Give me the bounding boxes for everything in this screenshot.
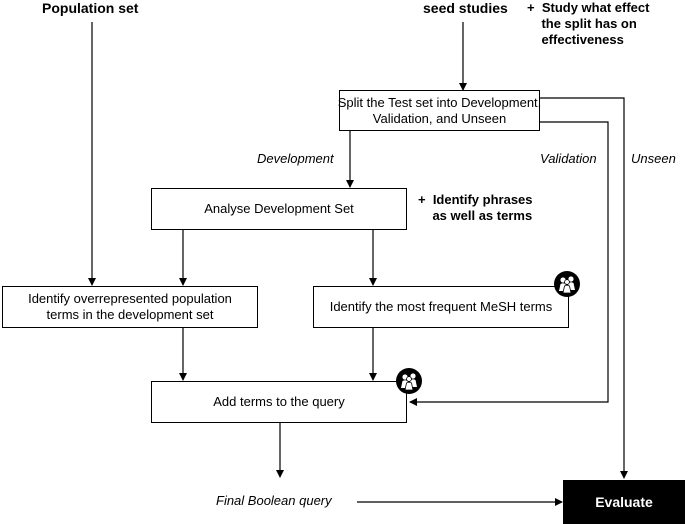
evaluate-label: Evaluate — [595, 494, 653, 510]
add-terms-box: Add terms to the query — [151, 381, 407, 423]
development-edge-label: Development — [257, 151, 334, 166]
identify-mesh-box: Identify the most frequent MeSH terms — [313, 286, 569, 328]
people-group-icon — [396, 368, 422, 394]
evaluate-box: Evaluate — [563, 480, 685, 524]
identify-population-label: Identify overrepresented population term… — [28, 291, 232, 322]
population-set-label: Population set — [42, 0, 139, 16]
identify-phrases-note: + Identify phrases as well as terms — [418, 192, 533, 223]
identify-population-box: Identify overrepresented population term… — [2, 286, 258, 328]
split-effect-note: + Study what effect the split has on eff… — [527, 0, 650, 47]
validation-edge-label: Validation — [540, 151, 597, 166]
identify-mesh-label: Identify the most frequent MeSH terms — [329, 299, 553, 314]
add-terms-label: Add terms to the query — [213, 394, 345, 409]
people-group-icon — [554, 271, 580, 297]
analyse-development-label: Analyse Development Set — [204, 201, 354, 216]
split-test-set-label: Split the Test set into Development, Val… — [337, 94, 542, 126]
arrow-validation — [409, 121, 609, 406]
arrow-unseen — [540, 97, 628, 479]
unseen-edge-label: Unseen — [631, 151, 676, 166]
seed-studies-label: seed studies — [423, 0, 508, 16]
final-query-label: Final Boolean query — [216, 493, 332, 508]
split-test-set-box: Split the Test set into Development, Val… — [337, 90, 542, 131]
analyse-development-box: Analyse Development Set — [151, 188, 407, 230]
